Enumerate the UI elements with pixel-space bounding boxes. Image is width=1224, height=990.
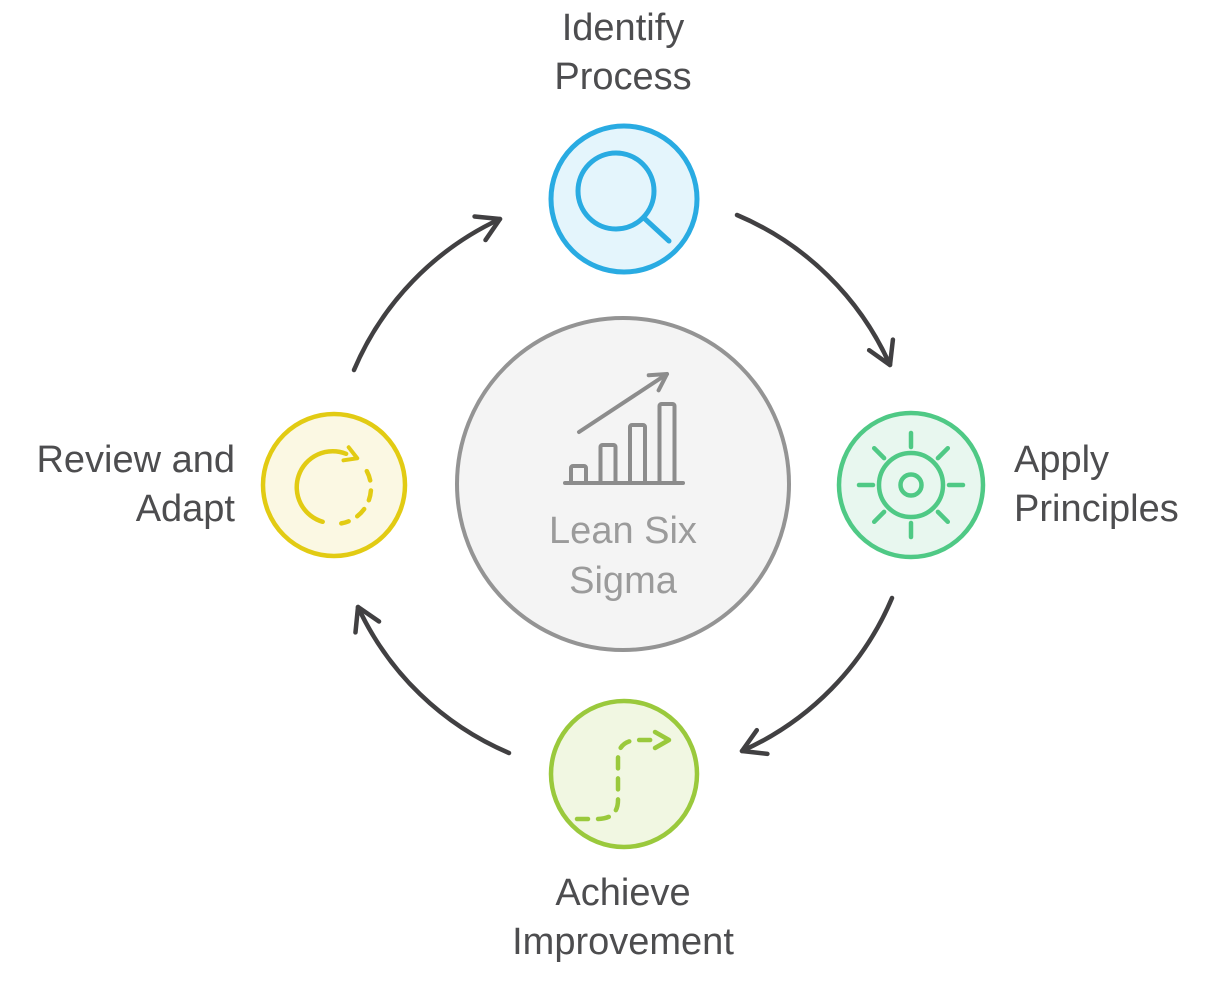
label-line: Process [554,56,692,98]
node-apply-principles [836,410,986,560]
refresh-icon [294,445,374,526]
node-identify-process [548,123,700,275]
node-review-adapt [260,411,408,559]
review-adapt-label: Review and Adapt [0,436,235,534]
label-line: Improvement [512,921,734,963]
label-line: Principles [1014,488,1179,530]
arrow-achieve-to-review [353,604,512,756]
gear-icon [856,430,966,540]
achieve-improvement-label: Achieve Improvement [423,869,823,967]
review-node-circle [260,411,408,559]
arrow-review-to-identify [351,214,503,373]
label-line: Identify [561,7,685,49]
magnifier-icon [575,150,672,244]
label-line: Review and [36,439,235,481]
label-line: Achieve [555,872,691,914]
center-label: Lean Six Sigma [473,506,773,606]
label-line: Sigma [569,560,677,602]
center-node [455,316,791,652]
arrow-identify-to-apply [734,212,896,368]
growth-chart-icon [563,372,685,485]
label-line: Adapt [135,488,235,530]
achieve-node-circle [548,698,700,850]
arrow-apply-to-achieve [739,595,895,757]
node-achieve-improvement [548,698,700,850]
label-line: Lean Six [549,510,697,552]
flow-arrows [351,212,896,757]
identify-node-circle [548,123,700,275]
label-line: Apply [1014,439,1110,481]
identify-process-label: Identify Process [423,4,823,102]
apply-principles-label: Apply Principles [1014,436,1179,534]
winding-path-arrow-icon [574,729,672,822]
